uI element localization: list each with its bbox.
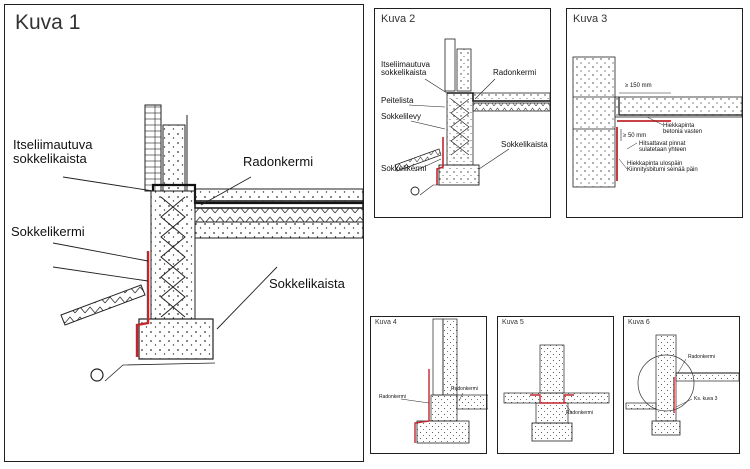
kuva-1-floor-slab: [194, 188, 364, 202]
kuva-6-title: Kuva 6: [628, 319, 650, 326]
figure-panel-kuva-4: Kuva 4 Radonkermi Radonkermi: [370, 316, 488, 454]
kuva-4-radon-strip: [414, 369, 430, 443]
kuva-5-footing: [531, 422, 573, 442]
kuva-1-title: Kuva 1: [15, 11, 81, 34]
kuva-3-drawing: [572, 56, 743, 188]
kuva-2-label-peitelista: Peitelista: [381, 96, 414, 105]
kuva-1-brick-wall: [144, 104, 162, 192]
kuva-2-footing: [438, 164, 480, 186]
kuva-1-label-sokkelikaista-self-adhesive: Itseliimautuva sokkelikaista: [13, 137, 93, 166]
kuva-1-drain-pipe: [90, 368, 104, 382]
kuva-2-title: Kuva 2: [381, 13, 416, 25]
kuva-3-label-dimension-150: ≥ 150 mm: [625, 83, 652, 89]
kuva-6-label-radonkermi: Radonkermi: [688, 354, 715, 360]
kuva-3-label-dimension-50: ≥ 50 mm: [623, 133, 647, 139]
kuva-4-footing: [416, 420, 470, 444]
kuva-5-floor-slab: [503, 392, 610, 404]
figure-panel-kuva-1: Kuva 1 Itseliimautuva sokkelikaista Rado…: [4, 4, 364, 462]
kuva-5-radon-strip: [530, 394, 574, 404]
kuva-3-label-hitsattavat: Hitsattavat pinnat sulatetaan yhteen: [639, 141, 687, 154]
figure-panel-kuva-3: Kuva 3 ≥ 150 mm ≥ 50 mm Hiekkapinta beto…: [566, 8, 743, 218]
kuva-3-floor-slab: [614, 96, 743, 118]
kuva-2-label-sokkelikermi: Sokkelikermi: [381, 164, 427, 173]
kuva-1-sokkelikaista-strip: [135, 251, 150, 357]
figure-panel-kuva-5: Kuva 5 Radonkermi: [497, 316, 614, 454]
kuva-5-drawing: [503, 344, 610, 442]
kuva-2-sokkelikaista-strip: [436, 137, 444, 185]
kuva-2-label-sokkelikaista-self-adhesive: Itseliimautuva sokkelikaista: [381, 60, 430, 78]
kuva-1-radon-membrane: [151, 183, 363, 205]
kuva-1-label-sokkelikaista: Sokkelikaista: [269, 276, 345, 291]
kuva-4-drawing: [400, 318, 488, 444]
kuva-5-label-radonkermi: Radonkermi: [566, 410, 593, 416]
kuva-1-label-radonkermi: Radonkermi: [243, 154, 314, 169]
kuva-1-footing: [138, 318, 214, 360]
kuva-2-label-sokkelilevy: Sokkelilevy: [381, 112, 422, 121]
kuva-6-label-ks-kuva-3: Ks. kuva 3: [694, 396, 718, 402]
kuva-6-detail-circle: [637, 354, 695, 412]
kuva-1-floor-insulation: [194, 207, 364, 223]
kuva-4-label-radonkermi-left: Radonkermi: [379, 394, 406, 400]
kuva-1-wall-insulation: [162, 124, 186, 192]
kuva-1-ground-insulation: [60, 284, 146, 326]
kuva-4-label-radonkermi-right: Radonkermi: [451, 386, 478, 392]
kuva-4-title: Kuva 4: [375, 319, 397, 326]
kuva-3-foundation-wall: [572, 56, 616, 188]
kuva-2-label-radonkermi: Radonkermi: [493, 68, 537, 77]
kuva-1-label-sokkelikermi: Sokkelikermi: [11, 224, 85, 239]
kuva-1-foundation-wall: [150, 190, 196, 320]
kuva-6-drawing: [625, 334, 740, 436]
kuva-1-drawing: [52, 104, 364, 382]
figure-panel-kuva-6: Kuva 6 Radonkermi Ks. kuva 3: [623, 316, 740, 454]
kuva-5-title: Kuva 5: [502, 319, 524, 326]
kuva-3-label-hiekkapinta-ulos: Hiekkapinta ulospäin Kiinnitysbitumi sei…: [627, 161, 698, 174]
kuva-2-label-sokkelikaista: Sokkelikaista: [501, 140, 548, 149]
kuva-3-title: Kuva 3: [573, 13, 608, 25]
kuva-2-drawing: [394, 38, 551, 196]
figure-panel-kuva-2: Kuva 2 Itseliimautuva sokkelikaista Rado…: [374, 8, 551, 218]
kuva-2-foundation-wall: [446, 92, 474, 166]
kuva-6-foundation-wall: [655, 334, 677, 422]
kuva-3-label-hiekkapinta-betoni: Hiekkapinta betonia vasten: [663, 123, 703, 136]
